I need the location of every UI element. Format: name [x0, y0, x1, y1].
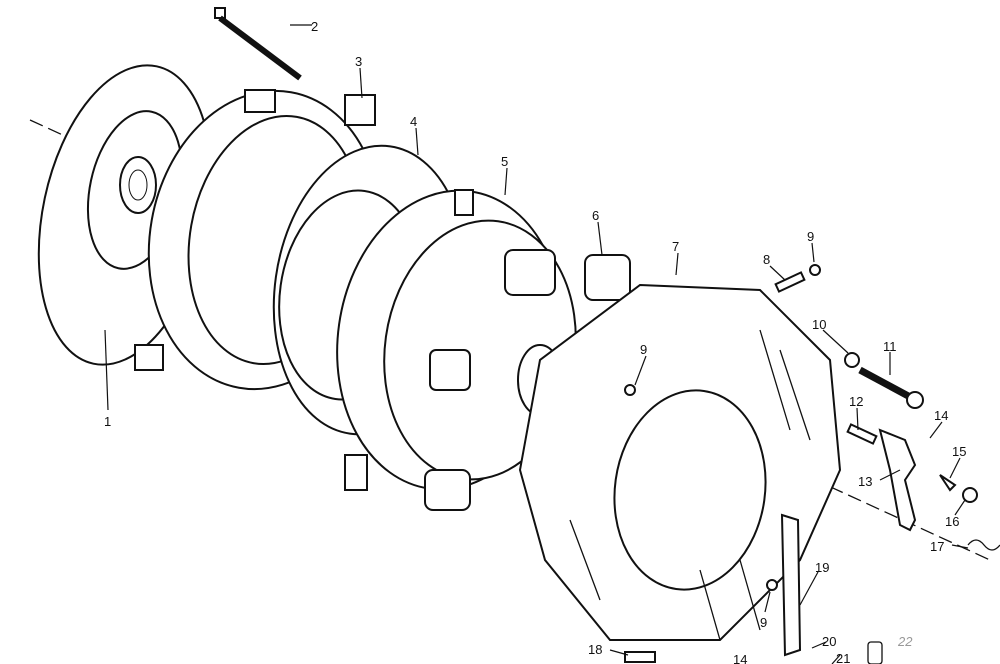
lever-19	[780, 513, 802, 657]
pin-18	[624, 651, 656, 663]
washer-9	[624, 384, 636, 396]
intermediate-plate	[336, 189, 577, 511]
callout-9: 9	[807, 229, 814, 244]
callout-1: 1	[104, 414, 111, 429]
leader-lines	[104, 24, 969, 664]
callout-16: 16	[945, 514, 959, 529]
callout-9: 9	[640, 342, 647, 357]
callout-14: 14	[934, 408, 948, 423]
callout-20: 20	[822, 634, 836, 649]
clip-22	[867, 641, 883, 664]
clutch-cover	[518, 283, 842, 641]
clutch-pad	[584, 254, 631, 301]
callout-3: 3	[355, 54, 362, 69]
callout-22: 22	[897, 634, 913, 649]
callout-4: 4	[410, 114, 417, 129]
callout-14: 14	[733, 652, 747, 664]
pin-8	[774, 271, 806, 293]
callout-8: 8	[763, 252, 770, 267]
pin-12	[846, 423, 878, 445]
spring-17	[967, 539, 1000, 551]
callout-18: 18	[588, 642, 602, 657]
adjusting-screw-15	[939, 474, 957, 492]
bolt-11	[858, 366, 924, 409]
callout-21: 21	[836, 651, 850, 664]
callout-6: 6	[592, 208, 599, 223]
callout-11: 11	[883, 339, 897, 354]
callout-19: 19	[815, 560, 829, 575]
washer-9	[766, 579, 778, 591]
callout-17: 17	[930, 539, 944, 554]
callout-10: 10	[812, 317, 826, 332]
callout-13: 13	[858, 474, 872, 489]
callout-9: 9	[760, 615, 767, 630]
nut-16	[962, 487, 978, 503]
release-lever-13	[878, 428, 917, 532]
washer-9	[809, 264, 821, 276]
callout-2: 2	[311, 19, 318, 34]
callout-15: 15	[952, 444, 966, 459]
callout-12: 12	[849, 394, 863, 409]
bolt-2	[214, 7, 302, 81]
callout-7: 7	[672, 239, 679, 254]
washer-10	[844, 352, 860, 368]
callout-5: 5	[501, 154, 508, 169]
